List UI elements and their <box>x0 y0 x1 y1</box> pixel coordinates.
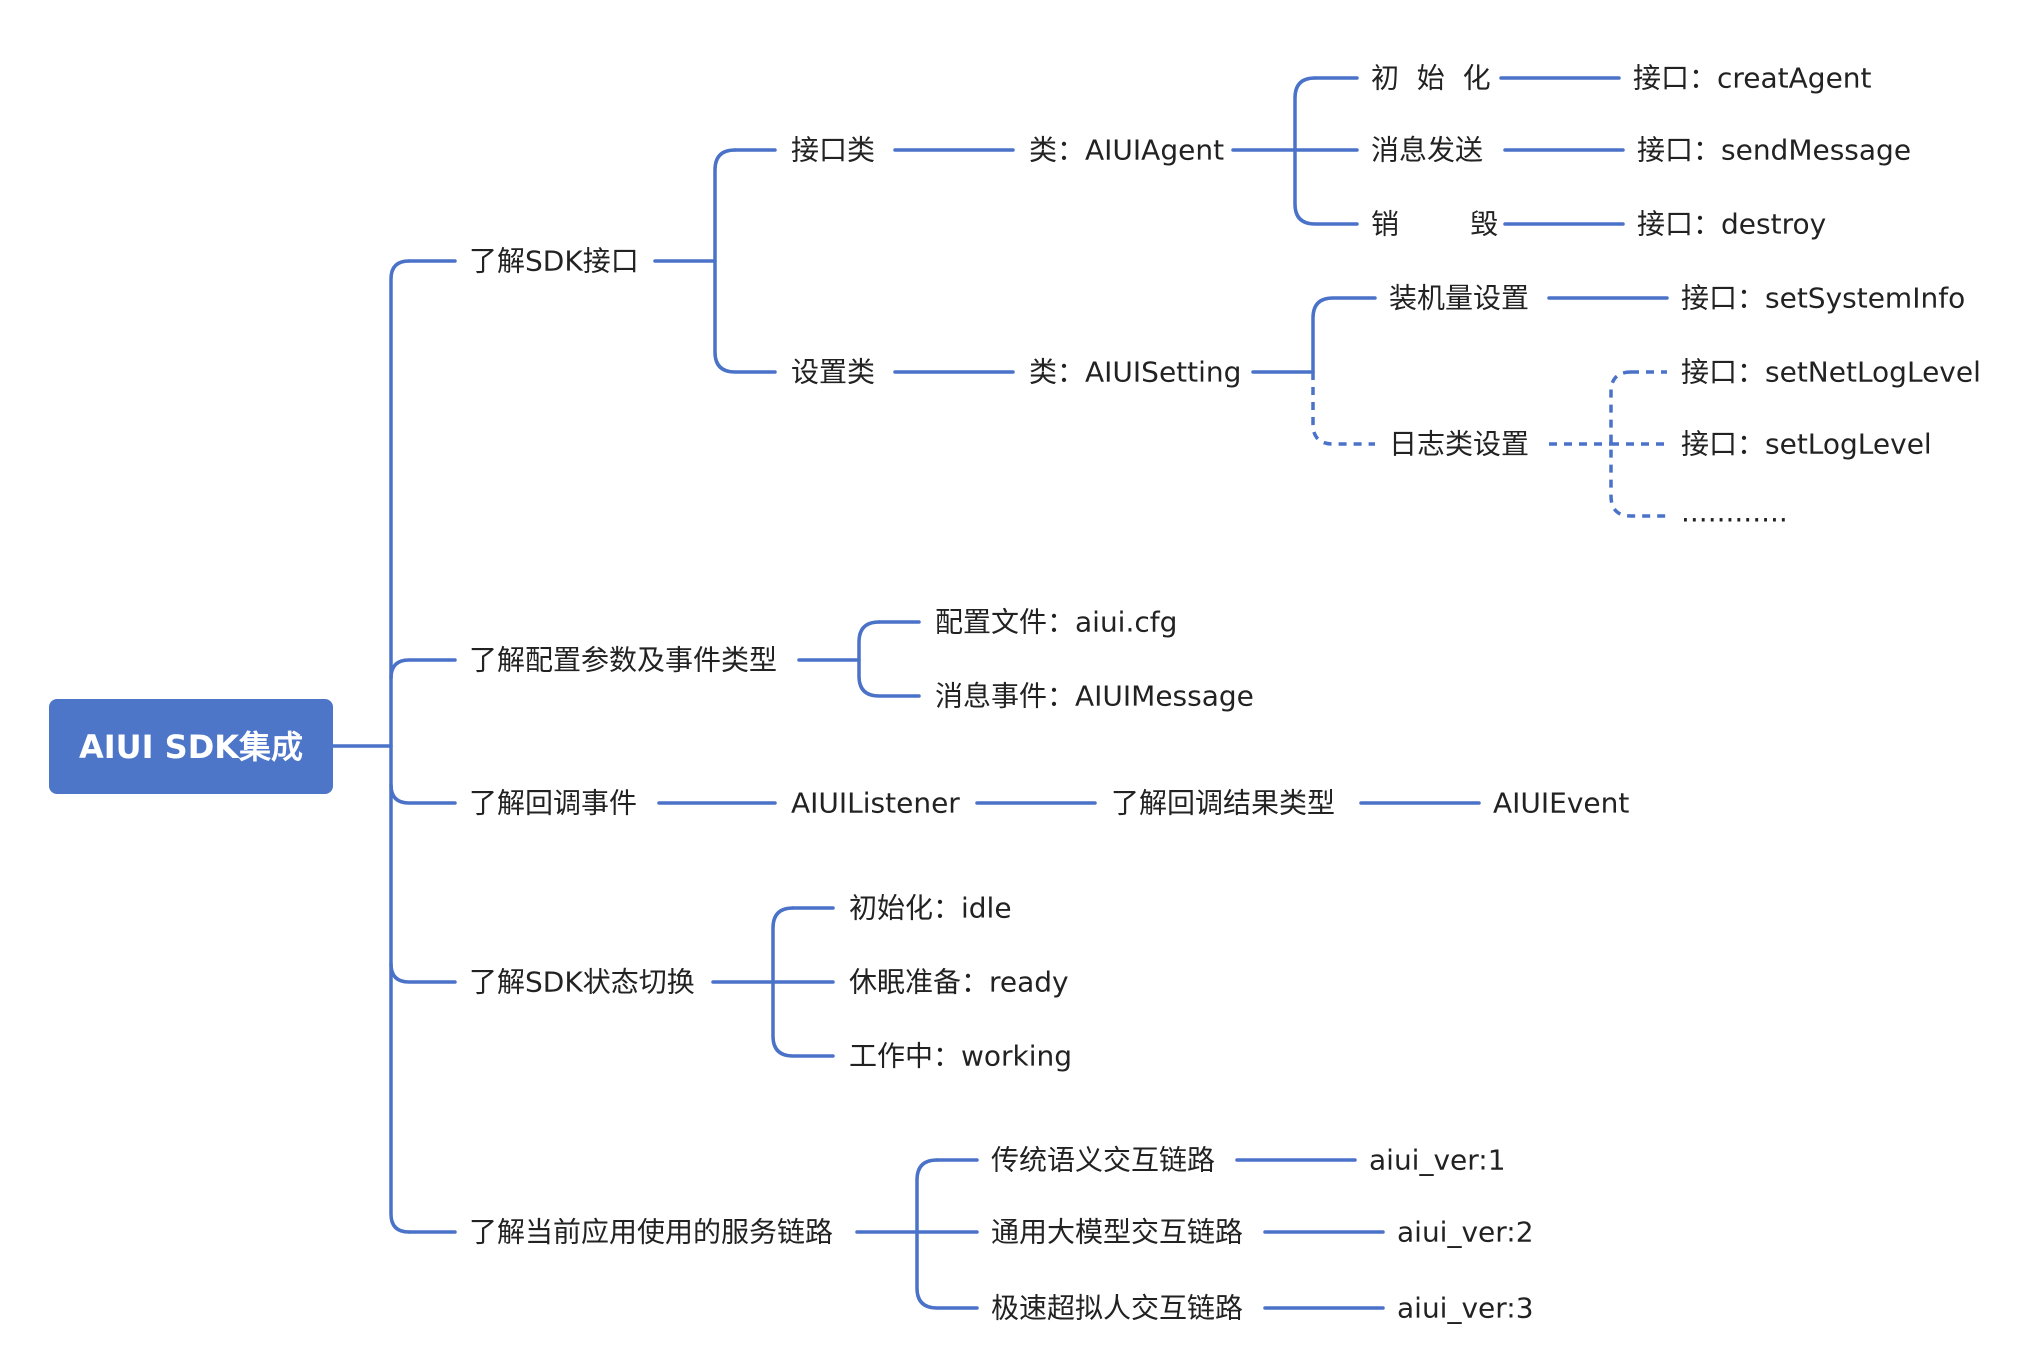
node-sdk-api[interactable]: 了解SDK接口 <box>469 245 639 278</box>
mind-map-edges <box>331 76 1669 1310</box>
node-ver-1[interactable]: aiui_ver:1 <box>1369 1144 1506 1177</box>
node-state-idle[interactable]: 初始化：idle <box>849 892 1012 925</box>
node-api-set-log-level[interactable]: 接口：setLogLevel <box>1681 428 1932 461</box>
node-config-message[interactable]: 消息事件：AIUIMessage <box>935 680 1254 713</box>
node-aiui-setting[interactable]: 类：AIUISetting <box>1029 356 1241 389</box>
edge-root-state <box>389 962 457 984</box>
node-aiui-event[interactable]: AIUIEvent <box>1493 787 1629 820</box>
node-link-llm[interactable]: 通用大模型交互链路 <box>991 1216 1243 1249</box>
edge-sdk-bracket <box>713 148 777 374</box>
node-log-setting[interactable]: 日志类设置 <box>1389 428 1529 461</box>
node-api-creat-agent[interactable]: 接口：creatAgent <box>1633 62 1872 95</box>
edge-log-bracket-apis <box>1609 370 1667 518</box>
edge-root-callback <box>389 783 457 805</box>
node-state-working[interactable]: 工作中：working <box>849 1040 1072 1073</box>
node-ver-2[interactable]: aiui_ver:2 <box>1397 1216 1534 1249</box>
root-node[interactable]: AIUI SDK集成 <box>49 699 333 794</box>
node-state[interactable]: 了解SDK状态切换 <box>469 966 695 999</box>
edge-service-bracket <box>915 1158 979 1310</box>
node-callback-result[interactable]: 了解回调结果类型 <box>1111 787 1335 820</box>
node-link-traditional[interactable]: 传统语义交互链路 <box>991 1144 1215 1177</box>
edge-methods-bracket <box>1293 76 1359 226</box>
node-config[interactable]: 了解配置参数及事件类型 <box>469 644 777 677</box>
node-method-destroy[interactable]: 销 毁 <box>1371 208 1498 241</box>
node-callback[interactable]: 了解回调事件 <box>469 787 637 820</box>
edge-config-bracket <box>857 620 921 698</box>
edge-state-bracket <box>771 906 835 1058</box>
edge-log-bracket <box>1311 372 1375 446</box>
node-log-ellipsis[interactable]: ............ <box>1681 496 1788 529</box>
node-state-ready[interactable]: 休眠准备：ready <box>849 966 1069 999</box>
node-config-file[interactable]: 配置文件：aiui.cfg <box>935 606 1177 639</box>
root-node-box <box>49 699 333 794</box>
node-service[interactable]: 了解当前应用使用的服务链路 <box>469 1216 833 1249</box>
node-install-setting[interactable]: 装机量设置 <box>1389 282 1529 315</box>
node-ver-3[interactable]: aiui_ver:3 <box>1397 1292 1534 1325</box>
edge-install-bracket <box>1311 296 1377 374</box>
root-node-label: AIUI SDK集成 <box>79 728 303 766</box>
mind-map-labels: 了解SDK接口 了解配置参数及事件类型 了解回调事件 了解SDK状态切换 了解当… <box>469 62 1981 1325</box>
node-link-fast[interactable]: 极速超拟人交互链路 <box>991 1292 1243 1325</box>
node-interface-class[interactable]: 接口类 <box>791 134 875 167</box>
node-aiui-listener[interactable]: AIUIListener <box>791 787 960 820</box>
node-api-destroy[interactable]: 接口：destroy <box>1637 208 1826 241</box>
node-setting-class[interactable]: 设置类 <box>791 356 875 389</box>
edge-root-bracket <box>389 259 411 1234</box>
node-method-send[interactable]: 消息发送 <box>1371 134 1483 167</box>
node-api-set-system-info[interactable]: 接口：setSystemInfo <box>1681 282 1965 315</box>
node-agent-class[interactable]: 类：AIUIAgent <box>1029 134 1224 167</box>
node-method-init[interactable]: 初 始 化 <box>1371 62 1491 95</box>
edge-root-config <box>389 658 457 680</box>
node-api-send-message[interactable]: 接口：sendMessage <box>1637 134 1911 167</box>
node-api-set-net-log-level[interactable]: 接口：setNetLogLevel <box>1681 356 1981 389</box>
